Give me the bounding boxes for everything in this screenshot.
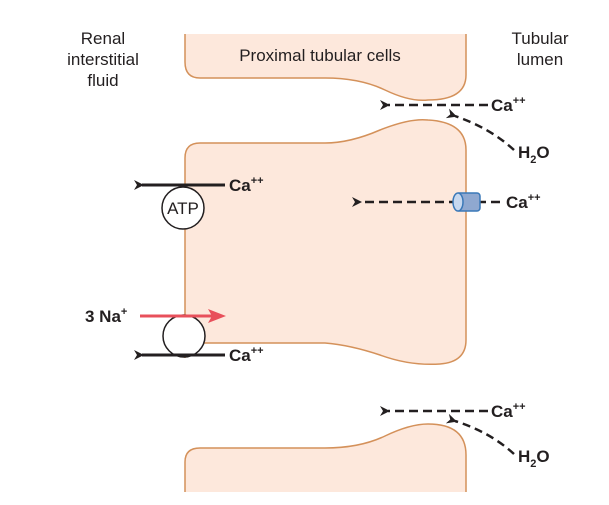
interstitial-label-line1: Renal	[81, 29, 125, 48]
na-ca-exchanger	[162, 314, 206, 358]
ca-label-channel: Ca++	[506, 192, 541, 212]
middle-cell	[184, 118, 467, 366]
h2o-label-top: H2O	[518, 143, 550, 166]
interstitial-label-line2: interstitial	[67, 50, 139, 69]
ca-label-atp: Ca++	[229, 175, 264, 195]
sodium-label: 3 Na+	[85, 306, 127, 326]
atp-label: ATP	[167, 199, 199, 218]
atp-pump	[161, 186, 205, 230]
lumen-label-line2: lumen	[517, 50, 563, 69]
bottom-cell	[184, 423, 467, 492]
cells-label: Proximal tubular cells	[239, 46, 401, 65]
ca-label-top: Ca++	[491, 95, 526, 115]
lumen-label-line1: Tubular	[511, 29, 568, 48]
ca-label-exchanger: Ca++	[229, 345, 264, 365]
top-cell-cutoff	[186, 34, 465, 36]
water-arrow-top	[445, 108, 515, 151]
ca-label-bottom: Ca++	[491, 401, 526, 421]
sodium-arrowhead	[208, 309, 226, 323]
water-arrow-bottom	[445, 413, 515, 455]
calcium-channel-icon	[452, 192, 481, 212]
top-cell	[184, 34, 467, 102]
h2o-label-bottom: H2O	[518, 447, 550, 470]
interstitial-label-line3: fluid	[87, 71, 118, 90]
